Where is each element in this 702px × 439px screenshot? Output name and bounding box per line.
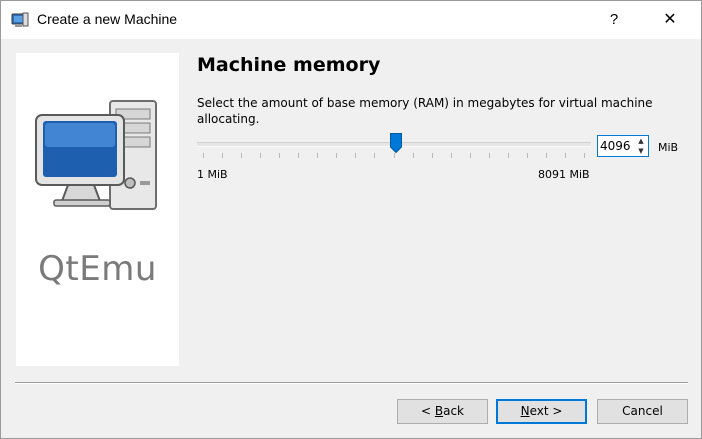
cancel-button[interactable]: Cancel <box>597 399 688 424</box>
slider-tick <box>394 153 395 158</box>
qtemu-app-icon <box>11 12 29 27</box>
slider-ticks <box>197 153 591 159</box>
slider-tick <box>565 153 566 158</box>
help-icon: ? <box>609 11 619 28</box>
spin-up-icon[interactable]: ▲ <box>638 137 644 145</box>
memory-slider[interactable] <box>197 133 591 161</box>
slider-tick <box>432 153 433 158</box>
slider-tick <box>260 153 261 158</box>
slider-tick <box>489 153 490 158</box>
help-button[interactable]: ? <box>591 1 637 39</box>
slider-tick <box>222 153 223 158</box>
back-button[interactable]: < Back <box>397 399 488 424</box>
slider-tick <box>546 153 547 158</box>
slider-tick <box>279 153 280 158</box>
footer-separator <box>15 382 688 384</box>
close-icon: ✕ <box>663 11 677 28</box>
memory-unit-label: MiB <box>658 141 679 154</box>
computer-icon <box>35 100 157 210</box>
slider-tick <box>508 153 509 158</box>
title-bar: Create a new Machine ? ✕ <box>1 1 701 39</box>
page-title: Machine memory <box>197 54 381 76</box>
spin-down-icon[interactable]: ▼ <box>638 147 644 155</box>
memory-value-input[interactable]: 4096 <box>600 139 631 153</box>
qtemu-logo-text: QtEmu <box>38 249 157 289</box>
slider-tick <box>298 153 299 158</box>
slider-tick <box>374 153 375 158</box>
window-title: Create a new Machine <box>37 11 178 27</box>
wizard-side-panel: QtEmu <box>16 53 179 366</box>
slider-handle[interactable] <box>390 133 402 153</box>
back-label-rest: ack <box>443 404 464 418</box>
next-label-rest: ext > <box>529 404 563 418</box>
memory-min-label: 1 MiB <box>197 168 228 181</box>
back-prefix: < <box>420 404 435 418</box>
slider-tick <box>470 153 471 158</box>
close-button[interactable]: ✕ <box>647 1 693 39</box>
slider-tick <box>241 153 242 158</box>
slider-tick <box>203 153 204 158</box>
slider-tick <box>317 153 318 158</box>
slider-tick <box>336 153 337 158</box>
page-description: Select the amount of base memory (RAM) i… <box>197 96 653 126</box>
slider-tick <box>527 153 528 158</box>
memory-max-label: 8091 MiB <box>538 168 590 181</box>
back-mnemonic: B <box>434 404 444 418</box>
memory-spinbox[interactable]: 4096 ▲ ▼ <box>597 135 649 157</box>
slider-tick <box>413 153 414 158</box>
slider-tick <box>355 153 356 158</box>
next-mnemonic: N <box>520 404 530 418</box>
slider-tick <box>451 153 452 158</box>
slider-tick <box>584 153 585 158</box>
next-button[interactable]: Next > <box>496 399 587 424</box>
